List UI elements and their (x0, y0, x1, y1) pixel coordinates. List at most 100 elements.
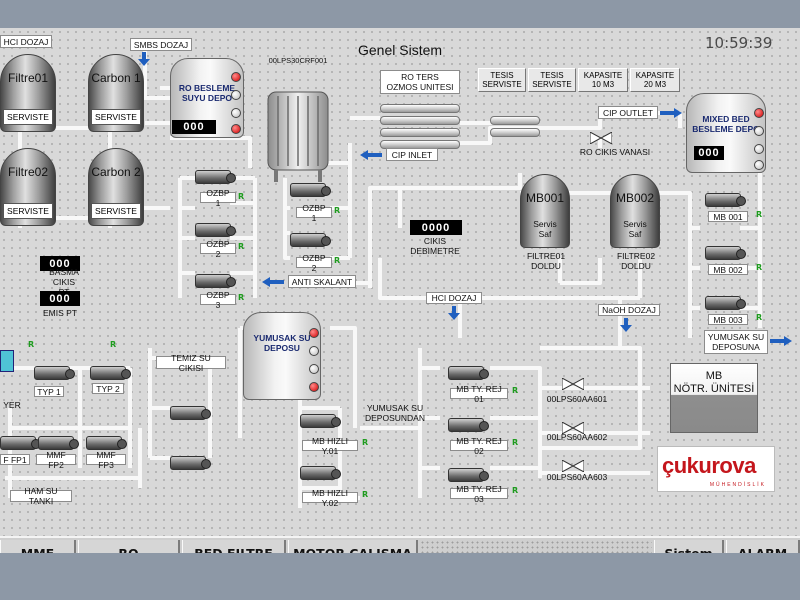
mb-hizli-y01-pump[interactable] (300, 414, 341, 428)
valve-601-icon[interactable] (562, 378, 584, 390)
top-bezel (0, 0, 800, 28)
carbon1-title: Carbon 1 (91, 71, 141, 85)
valve-602-icon[interactable] (562, 422, 584, 434)
logo-text: çukurova (662, 453, 756, 478)
temiz-pump-2[interactable] (170, 456, 211, 470)
ozbp2-pump[interactable] (195, 223, 236, 237)
page-title: Genel Sistem (358, 42, 443, 58)
ozbp2b-pump[interactable] (290, 233, 331, 247)
ozbp1-pump[interactable] (195, 170, 236, 184)
mb002-status: FILTRE02 DOLDU (616, 251, 656, 271)
ro-feed-mid-indicator-icon (231, 90, 241, 100)
ro-feed-tank-level: 000 (172, 120, 216, 134)
nav-motor-calisma[interactable]: MOTOR ÇALIŞMA ZAMANLARI (288, 540, 418, 553)
mb002-vessel[interactable]: MB002 Servis Saf (610, 174, 660, 248)
cip-outlet-label: CIP OUTLET (598, 106, 658, 119)
naoh-dozaj-arrow-icon (620, 318, 632, 332)
ro-cikis-valve-icon[interactable] (590, 132, 612, 144)
carbon1-vessel[interactable]: Carbon 1 SERVISTE (88, 54, 144, 132)
ro-membrane-6 (490, 128, 540, 137)
ozbp2b-run-flag: R (334, 256, 341, 265)
bottom-nav: MMF SAYFA RO SAYFA BED FILTRE SAYFA MOTO… (0, 536, 800, 553)
nav-mmf-sayfa[interactable]: MMF SAYFA (0, 540, 76, 553)
left-run-flag: R (28, 340, 35, 349)
mmf-fp1-pump[interactable] (0, 436, 41, 450)
ys-low-indicator-icon (309, 364, 319, 374)
ro-membrane-5 (490, 116, 540, 125)
cartridge-filter-icon[interactable] (266, 88, 330, 184)
valve-602-label: 00LPS60AA602 (546, 432, 608, 442)
valve-601-label: 00LPS60AA601 (546, 394, 608, 404)
mb002-pump-label: MB 002 (708, 264, 748, 275)
yumusak-su-tank[interactable]: YUMUSAK SU DEPOSU (243, 312, 321, 400)
tesis-serviste-button-1[interactable]: TESIS SERVISTE (478, 68, 526, 92)
typ2-pump[interactable] (90, 366, 131, 380)
mmf-fp3-pump[interactable] (86, 436, 127, 450)
hci-dozaj-arrow-icon (448, 306, 460, 320)
anti-skalant-arrow-icon (262, 277, 284, 287)
typ2-run-flag: R (110, 340, 117, 349)
mb002-run-flag: R (756, 263, 763, 272)
mb-hizli-y02-pump[interactable] (300, 466, 341, 480)
mb-notr-title: MB NÖTR. ÜNİTESİ (673, 370, 755, 395)
anti-skalant-label: ANTI SKALANT (288, 275, 356, 288)
typ2-label: TYP 2 (92, 383, 124, 394)
nav-ro-sayfa[interactable]: RO SAYFA (78, 540, 180, 553)
mb-ty-rej01-run-flag: R (512, 386, 519, 395)
ys-low-alarm-icon (309, 382, 319, 392)
mb002-sub: Servis Saf (623, 219, 647, 239)
partial-left-label: YER (3, 400, 21, 410)
mb-ty-rej02-run-flag: R (512, 438, 519, 447)
nav-blank-area (420, 540, 652, 553)
filtre02-vessel[interactable]: Filtre02 SERVISTE (0, 148, 56, 226)
mb-hizli-y02-run-flag: R (362, 490, 369, 499)
mb-hizli-y02-label: MB HIZLI Y.02 (302, 488, 358, 508)
mb001-vessel[interactable]: MB001 Servis Saf (520, 174, 570, 248)
ozbp1b-run-flag: R (334, 206, 341, 215)
ozbp1b-pump[interactable] (290, 183, 331, 197)
mb-ty-rej01-pump[interactable] (448, 366, 489, 380)
ozbp3-pump[interactable] (195, 274, 236, 288)
mb-tank-low-indicator-icon (754, 144, 764, 154)
mmf-fp2-pump[interactable] (38, 436, 79, 450)
ro-membrane-2 (380, 116, 460, 125)
mb-ty-rej03-pump[interactable] (448, 468, 489, 482)
mb-ty-rej02-pump[interactable] (448, 418, 489, 432)
ro-cikis-vanasi-label: RO CIKIS VANASI (579, 147, 651, 157)
mb-ty-rej01-label: MB TY. REJ 01 (450, 384, 508, 404)
nav-alarm-sayfa[interactable]: ALARM SAYFA (726, 540, 800, 553)
carbon2-status: SERVISTE (91, 203, 141, 219)
mb-ty-rej02-label: MB TY. REJ 02 (450, 436, 508, 456)
mb003-run-flag: R (756, 313, 763, 322)
temiz-su-cikisi-label: TEMIZ SU CIKISI (156, 353, 226, 373)
ozbp2-run-flag: R (238, 242, 245, 251)
nav-bed-filtre-sayfa[interactable]: BED FILTRE SAYFA (182, 540, 286, 553)
ozbp3-run-flag: R (238, 293, 245, 302)
mb-notr-unit[interactable]: MB NÖTR. ÜNİTESİ (670, 363, 758, 433)
cip-inlet-label: CIP INLET (386, 148, 438, 161)
nav-sistem-ekrani[interactable]: Sistem Ekranı (654, 540, 724, 553)
tesis-serviste-button-2[interactable]: TESIS SERVISTE (528, 68, 576, 92)
yumusak-su-deposuna-label: YUMUSAK SU DEPOSUNA (704, 330, 768, 354)
mb003-pump[interactable] (705, 296, 746, 310)
ozbp1-run-flag: R (238, 192, 245, 201)
carbon2-vessel[interactable]: Carbon 2 SERVISTE (88, 148, 144, 226)
typ1-pump[interactable] (34, 366, 75, 380)
cikis-debimetre-value: 0000 (410, 220, 462, 235)
mb001-pump[interactable] (705, 193, 746, 207)
yumusak-su-deposundan-label: YUMUSAK SU DEPOSUNDAN (365, 403, 425, 423)
ro-membrane-3 (380, 128, 460, 137)
mb001-run-flag: R (756, 210, 763, 219)
mb-ty-rej03-label: MB TY. REJ 03 (450, 484, 508, 504)
temiz-pump-1[interactable] (170, 406, 211, 420)
filtre01-status: SERVISTE (3, 109, 53, 125)
mb002-pump[interactable] (705, 246, 746, 260)
mb002-title: MB002 (615, 191, 655, 205)
emis-label: EMIS PT (42, 308, 77, 318)
logo-subtext: MÜHENDİSLİK (709, 482, 766, 488)
kapasite-20-button[interactable]: KAPASITE 20 M3 (630, 68, 680, 92)
filtre01-vessel[interactable]: Filtre01 SERVISTE (0, 54, 56, 132)
kapasite-10-button[interactable]: KAPASITE 10 M3 (578, 68, 628, 92)
valve-603-icon[interactable] (562, 460, 584, 472)
emis-value: 000 (40, 291, 80, 306)
